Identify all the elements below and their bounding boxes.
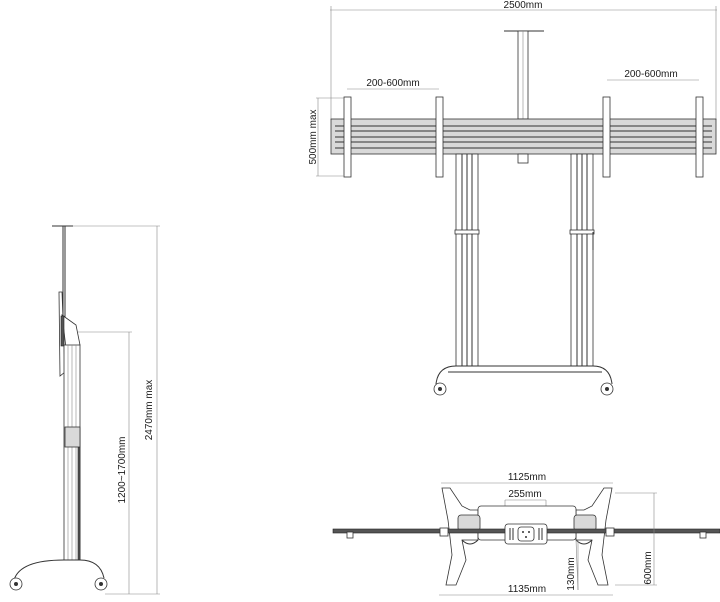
label-center-depth: 130mm — [566, 557, 577, 590]
base-view: 1125mm 255mm 1135mm — [332, 472, 720, 596]
label-bottom-width: 1135mm — [508, 584, 546, 595]
front-view: 2500mm 200-600mm 200-600mm 500mm max — [308, 0, 717, 396]
label-right-plate-spacing: 200-600mm — [624, 69, 677, 80]
label-mount-height: 1200~1700mm — [117, 437, 128, 504]
side-view: 2470mm max 1200~1700mm — [9, 225, 160, 595]
label-overall-width: 2500mm — [504, 0, 543, 11]
label-left-plate-spacing: 200-600mm — [366, 78, 419, 89]
label-total-height: 2470mm max — [144, 380, 155, 441]
label-total-depth: 600mm — [643, 551, 654, 584]
label-rail-height: 500mm max — [308, 109, 319, 164]
label-center-width: 255mm — [508, 489, 541, 500]
label-top-width: 1125mm — [508, 472, 546, 483]
